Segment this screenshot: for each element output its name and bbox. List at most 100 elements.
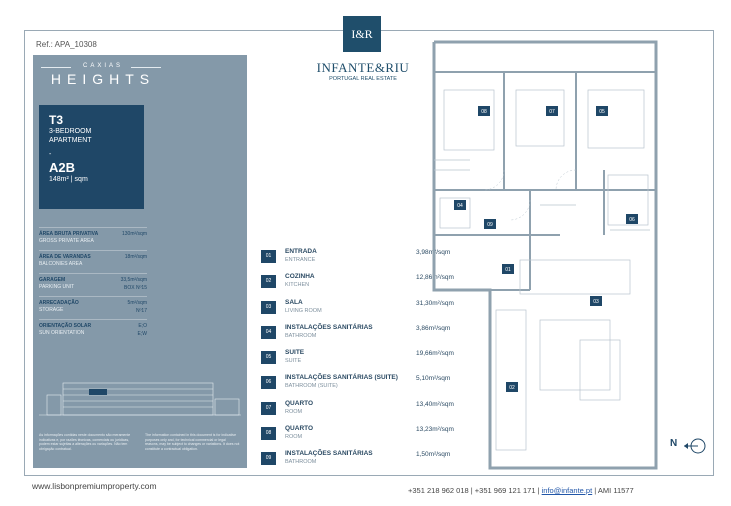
room-area: 31,30m²/sqm (416, 299, 454, 307)
room-area: 1,50m²/sqm (416, 451, 451, 459)
room-number-badge: 09 (261, 452, 276, 466)
spec-row: Garagem Parking Unit 33,5m²/sqm BOX Nº15 (39, 273, 147, 296)
reference-label: Ref.: APA_10308 (36, 40, 97, 49)
room-name-en: Room (285, 408, 303, 415)
svg-text:08: 08 (481, 109, 487, 115)
unit-area: 148m² | sqm (49, 176, 88, 183)
room-number-badge: 01 (261, 250, 276, 263)
room-name-en: Living Room (285, 307, 322, 314)
room-area: 3,86m²/sqm (416, 324, 451, 332)
svg-text:02: 02 (509, 385, 515, 391)
room-number-badge: 04 (261, 325, 276, 339)
company-logo-mark: I&R (343, 16, 381, 52)
spec-label: Área de Varandas (39, 254, 91, 260)
legend-row: 09 Instalações Sanitárias Bathroom 1,50m… (261, 450, 461, 475)
room-number-badge: 05 (261, 351, 276, 365)
spec-label: Área Bruta Privativa (39, 231, 99, 237)
spec-sub: Balconies Area (39, 261, 83, 267)
info-panel: CAXIAS HEIGHTS T3 3-BEDROOM APARTMENT - … (33, 55, 247, 468)
room-area: 19,66m²/sqm (416, 350, 454, 358)
room-name: Instalações Sanitárias (Suite) (285, 374, 398, 382)
room-area: 5,10m²/sqm (416, 375, 451, 383)
svg-text:09: 09 (487, 222, 493, 228)
typology-description-1: 3-BEDROOM (49, 128, 92, 135)
legend-row: 03 Sala Living Room 31,30m²/sqm (261, 299, 461, 324)
svg-text:01: 01 (505, 267, 511, 273)
spec-label: Garagem (39, 277, 66, 283)
spec-value: E;O (138, 323, 147, 329)
disclaimer-pt: As informações contidas neste documento … (39, 433, 131, 451)
spec-row: Arrecadação Storage 5m²/sqm Nº17 (39, 296, 147, 319)
spec-row: Área Bruta Privativa Gross Private Area … (39, 227, 147, 250)
room-name-en: Kitchen (285, 282, 310, 289)
room-number-badge: 06 (261, 376, 276, 390)
spec-row: Orientação Solar Sun Orientation E;O E;W (39, 319, 147, 342)
footer-ami: | AMI 11577 (594, 486, 634, 495)
room-name: Cozinha (285, 273, 315, 281)
type-dash: - (49, 151, 52, 158)
typology-description-2: APARTMENT (49, 137, 92, 144)
room-name: Instalações Sanitárias (285, 323, 373, 331)
legend-row: 08 Quarto Room 13,23m²/sqm (261, 425, 461, 450)
footer-email-link[interactable]: info@infante.pt (541, 486, 593, 495)
typology-code: T3 (49, 113, 64, 127)
building-illustration (39, 382, 241, 416)
company-name: INFANTE&RIU (316, 60, 410, 75)
svg-text:06: 06 (629, 217, 635, 223)
footer-phones: +351 218 962 018 | +351 969 121 171 | (408, 486, 540, 495)
spec-label: Orientação Solar (39, 323, 92, 329)
spec-value-secondary: BOX Nº15 (124, 285, 147, 291)
floor-plan: 08 07 05 04 06 09 01 03 02 (432, 40, 658, 470)
svg-text:05: 05 (599, 109, 605, 115)
compass-label: N (670, 438, 678, 449)
spec-sub: Storage (39, 307, 64, 313)
legend-row: 07 Quarto Room 13,40m²/sqm (261, 400, 461, 425)
footer-contact: +351 218 962 018 | +351 969 121 171 | in… (408, 486, 634, 495)
apartment-type-box: T3 3-BEDROOM APARTMENT - A2B 148m² | sqm (39, 105, 144, 209)
spec-value: 5m²/sqm (127, 300, 147, 306)
room-name: Quarto (285, 399, 314, 407)
spec-row: Área de Varandas Balconies Area 18m²/sqm (39, 250, 147, 273)
room-name-en: Bathroom (285, 459, 317, 466)
legend-row: 05 Suite Suite 19,66m²/sqm (261, 349, 461, 374)
legend-row: 06 Instalações Sanitárias (Suite) Bathro… (261, 374, 461, 399)
room-number-badge: 02 (261, 275, 276, 289)
room-name: Suite (285, 349, 305, 357)
room-legend: 01 Entrada Entrance 3,98m²/sqm 02 Cozinh… (261, 248, 461, 476)
compass-icon (684, 438, 706, 454)
brand-divider-right (131, 67, 161, 68)
room-name-en: Bathroom (285, 332, 317, 339)
room-name: Entrada (285, 248, 317, 255)
svg-text:07: 07 (549, 109, 555, 115)
room-name-en: Entrance (285, 257, 316, 263)
room-name: Instalações Sanitárias (285, 450, 373, 458)
spec-list: Área Bruta Privativa Gross Private Area … (39, 227, 147, 342)
disclaimer-en: The information contained in this docume… (145, 433, 240, 451)
spec-sub: Gross Private Area (39, 238, 94, 244)
north-compass: N (670, 436, 710, 456)
room-name: Sala (285, 298, 303, 306)
spec-value-secondary: E;W (137, 331, 147, 337)
room-area: 13,23m²/sqm (416, 426, 454, 434)
room-name-en: Suite (285, 358, 302, 365)
room-number-badge: 07 (261, 401, 276, 415)
svg-text:03: 03 (593, 299, 599, 305)
spec-value: 130m²/sqm (121, 231, 147, 237)
spec-value: 33,5m²/sqm (120, 277, 147, 283)
spec-sub: Parking Unit (39, 284, 75, 290)
spec-sub: Sun Orientation (39, 330, 85, 336)
project-brand: CAXIAS HEIGHTS (33, 63, 173, 87)
spec-label: Arrecadação (39, 300, 79, 306)
room-area: 13,40m²/sqm (416, 400, 454, 408)
room-number-badge: 08 (261, 427, 276, 441)
room-name-en: Bathroom (Suite) (285, 383, 338, 390)
brand-divider-left (41, 67, 71, 68)
room-number-badge: 03 (261, 300, 276, 314)
room-name-en: Room (285, 434, 303, 441)
footer-website[interactable]: www.lisbonpremiumproperty.com (32, 481, 157, 491)
room-name: Quarto (285, 425, 314, 433)
company-tagline: PORTUGAL REAL ESTATE (329, 76, 397, 82)
spec-value: 18m²/sqm (124, 254, 147, 260)
brand-small: CAXIAS (82, 63, 123, 69)
brand-big: HEIGHTS (50, 71, 156, 87)
